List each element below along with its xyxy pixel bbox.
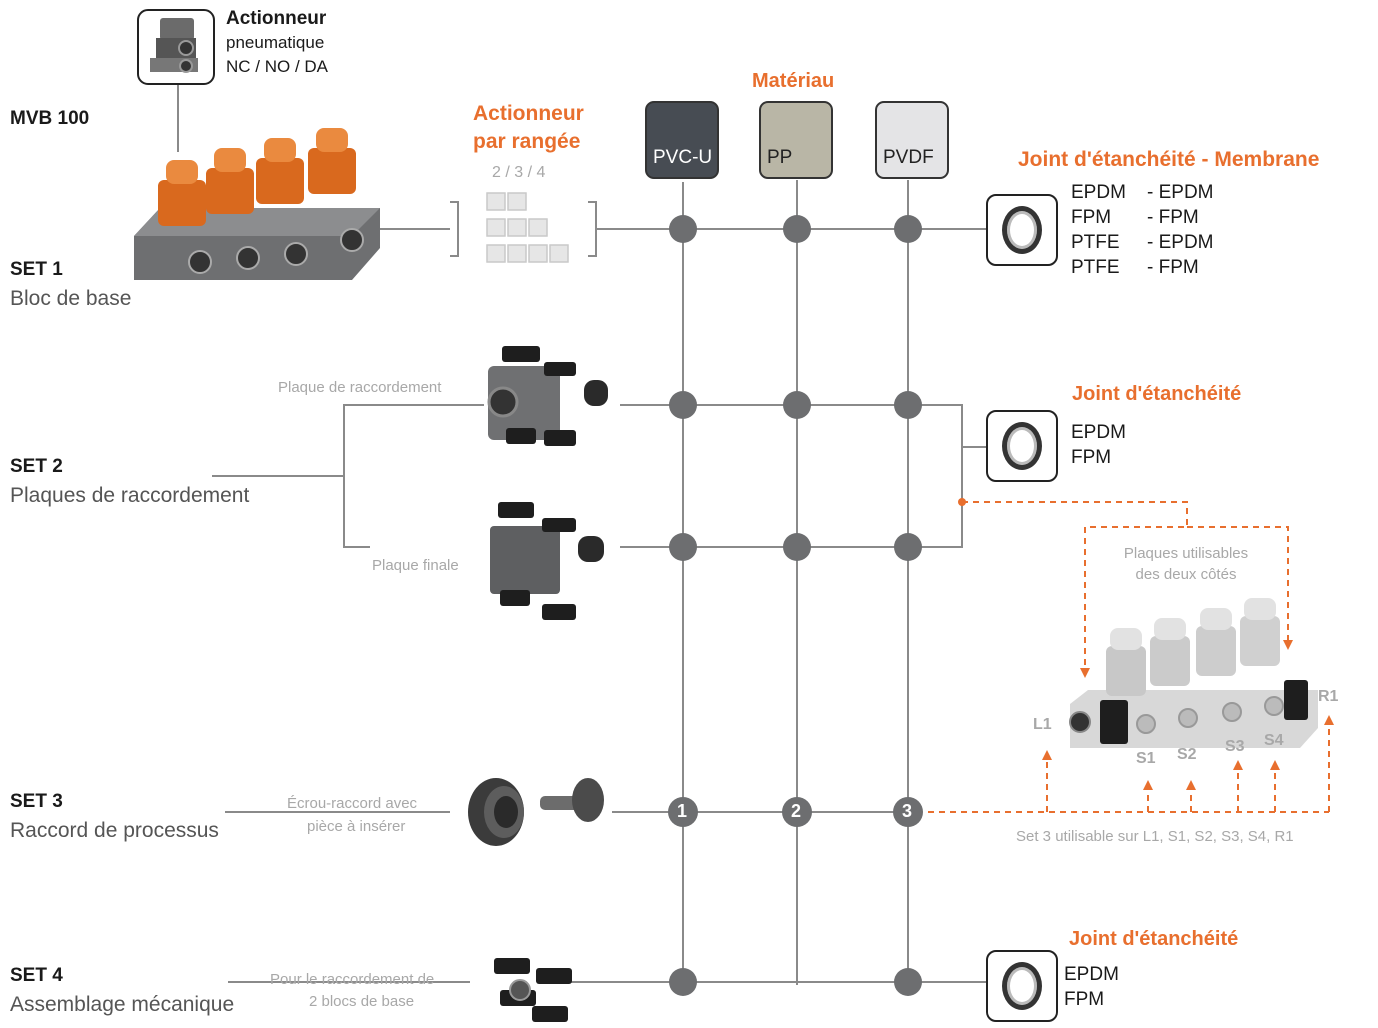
material-title: Matériau [752,70,835,92]
base-block-image [134,128,380,280]
set1-number: SET 1 [10,259,63,280]
plaque-raccordement-label: Plaque de raccordement [278,379,442,396]
product-name: MVB 100 [10,108,90,129]
plaque-finale-label: Plaque finale [372,557,459,574]
set3-number: SET 3 [10,791,63,812]
actuator-subtitle: pneumatique [226,33,325,52]
mech-assembly-label-1: Pour le raccordement de [270,971,435,988]
union-nut-image [468,778,604,846]
node-number-2: 2 [791,801,802,821]
port-s4: S4 [1264,732,1284,749]
actuator-modes: NC / NO / DA [226,57,329,76]
seal-set4-ring-icon [986,950,1058,1022]
seal-set4-list: EPDM FPM [1064,964,1119,1010]
seal-set2-ring-icon [986,410,1058,482]
actuator-row-title-2: par rangée [473,130,581,153]
set1-name: Bloc de base [10,287,132,310]
set4-name: Assemblage mécanique [10,993,235,1016]
set3-usage-note: Set 3 utilisable sur L1, S1, S2, S3, S4,… [1016,828,1294,845]
seal-set4-title: Joint d'étanchéité [1069,928,1239,950]
material-pvcu[interactable]: PVC-U [645,101,719,179]
actuator-row-title-1: Actionneur [473,102,584,125]
union-nut-label-1: Écrou-raccord avec [287,795,418,812]
port-s3: S3 [1225,738,1245,755]
seal-set2-list: EPDM FPM [1071,422,1126,468]
seal-ring-icon [986,194,1058,266]
seal-membrane-title: Joint d'étanchéité - Membrane [1018,148,1320,171]
usable-both-sides-image [1069,598,1318,748]
plaque-finale-image [490,502,604,620]
set2-name: Plaques de raccordement [10,484,250,507]
node-number-3: 3 [902,801,913,821]
material-nodes [668,215,923,996]
seal-set2-title: Joint d'étanchéité [1072,383,1242,405]
mechanical-assembly-image [494,958,572,1022]
set2-number: SET 2 [10,456,63,477]
actuator-row-icons [486,192,569,263]
port-s1: S1 [1136,750,1156,767]
port-s2: S2 [1177,746,1197,763]
set4-number: SET 4 [10,965,63,986]
union-nut-label-2: pièce à insérer [307,818,406,835]
mech-assembly-label-2: 2 blocs de base [309,993,415,1010]
material-pvdf[interactable]: PVDF [875,101,949,179]
material-pp[interactable]: PP [759,101,833,179]
port-r1: R1 [1318,688,1339,705]
set3-name: Raccord de processus [10,819,219,842]
usable-both-sides-note: Plaques utilisables des deux côtés [1123,545,1249,583]
actuator-title: Actionneur [226,8,327,29]
node-number-1: 1 [677,801,688,821]
seal-membrane-list: EPDM- EPDM FPM- FPM PTFE- EPDM PTFE- FPM [1071,182,1214,278]
actuator-icon [137,9,215,85]
port-l1: L1 [1033,716,1052,733]
actuator-row-counts: 2 / 3 / 4 [492,164,546,181]
plaque-raccordement-image [487,346,608,446]
